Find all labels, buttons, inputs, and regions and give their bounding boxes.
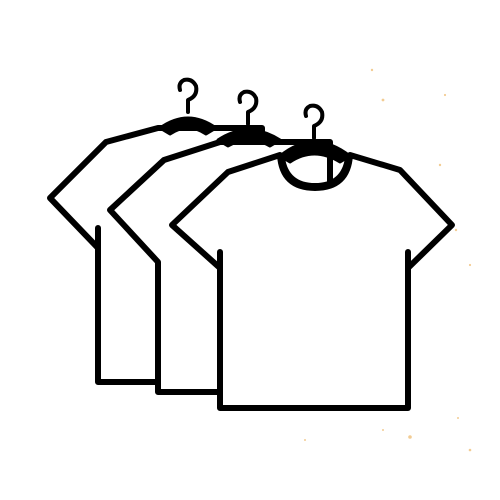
speck (468, 448, 472, 452)
hanger-back (158, 77, 218, 136)
hanger-middle-hook (237, 89, 259, 126)
speck (468, 263, 472, 267)
hanger-middle (216, 89, 282, 148)
hanger-front-bar (278, 140, 352, 164)
speck (438, 163, 442, 167)
shirt-front (169, 103, 455, 411)
hanger-front-hook (303, 103, 325, 140)
hanger-back-bar (158, 116, 218, 136)
background-specks (304, 68, 472, 452)
speck (381, 98, 385, 102)
hanger-back-hook (177, 77, 199, 114)
speck (382, 429, 384, 431)
hanger-front (278, 103, 352, 164)
speck (457, 417, 459, 419)
speck (454, 228, 458, 232)
shirt-front-neckline (279, 155, 351, 190)
hanger-middle-bar (216, 128, 282, 148)
speck (370, 68, 374, 72)
speck (443, 93, 447, 97)
speck (304, 439, 306, 441)
speck (408, 435, 412, 439)
